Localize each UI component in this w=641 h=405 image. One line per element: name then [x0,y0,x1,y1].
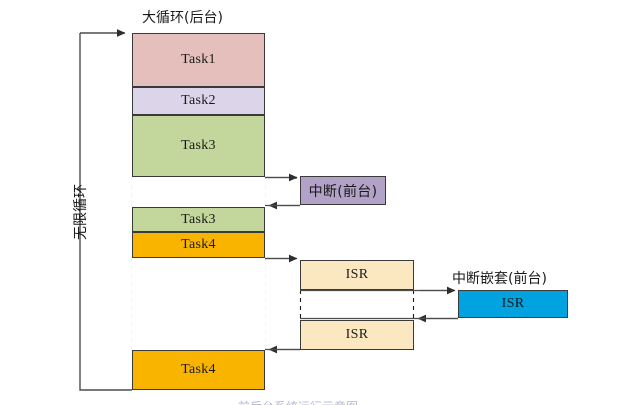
interrupt-box[interactable]: 中断(前台) [300,176,386,205]
cropped-caption: 前后台系统运行示意图 [238,398,358,405]
isr-box-2[interactable]: ISR [300,320,414,350]
isr-box-1[interactable]: ISR [300,260,414,290]
task-segment-task1[interactable]: Task1 [132,33,265,87]
nested-isr-box[interactable]: ISR [458,290,568,318]
task-segment-idle-gap-2 [132,258,265,350]
task-segment-task4-first[interactable]: Task4 [132,232,265,258]
task-segment-task3-first[interactable]: Task3 [132,115,265,177]
task-segment-task2[interactable]: Task2 [132,87,265,115]
page-title: 大循环(后台) [142,10,223,26]
task-segment-idle-gap-1 [132,177,265,207]
task-segment-task4-second[interactable]: Task4 [132,350,265,390]
task-segment-task3-second[interactable]: Task3 [132,207,265,232]
dashed-guides-isr [299,290,415,320]
nested-interrupt-label: 中断嵌套(前台) [452,271,547,287]
infinite-loop-label: 无限循环 [73,184,89,240]
